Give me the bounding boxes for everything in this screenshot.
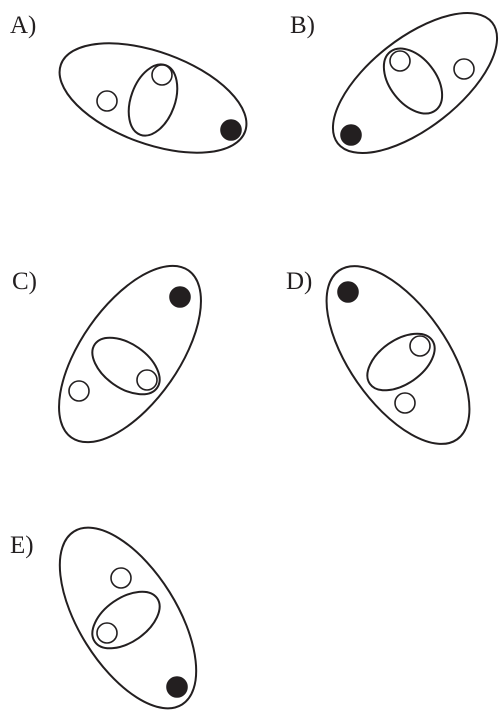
option-a[interactable]: A) [10, 12, 261, 175]
outer-oval-d [325, 265, 471, 445]
inner-oval-d [366, 332, 436, 392]
option-c[interactable]: C) [12, 242, 229, 465]
open-circle-d-2 [394, 392, 416, 414]
outer-oval-e [58, 526, 198, 710]
open-circle-e-1 [110, 567, 132, 589]
open-circle-b-1 [389, 50, 411, 72]
option-label-a: A) [10, 12, 36, 39]
outer-oval-c [58, 264, 202, 444]
outer-oval-a [58, 42, 248, 154]
filled-circle-e [166, 676, 188, 698]
inner-oval-e [91, 590, 161, 650]
open-circle-a-1 [96, 90, 118, 112]
option-label-d: D) [286, 268, 312, 295]
open-circle-b-2 [453, 58, 475, 80]
open-circle-d-1 [409, 335, 431, 357]
open-circle-e-2 [96, 622, 118, 644]
outer-oval-b [331, 12, 499, 154]
open-circle-c-1 [136, 369, 158, 391]
inner-oval-c [91, 336, 161, 396]
filled-circle-a [220, 119, 242, 141]
filled-circle-c [169, 286, 191, 308]
option-label-b: B) [290, 12, 315, 39]
option-d[interactable]: D) [286, 243, 497, 468]
filled-circle-b [340, 124, 362, 146]
open-circle-c-2 [68, 380, 90, 402]
filled-circle-d [337, 281, 359, 303]
open-circle-a-2 [151, 64, 173, 86]
option-b[interactable]: B) [290, 0, 503, 179]
option-e[interactable]: E) [10, 506, 224, 715]
option-label-e: E) [10, 532, 34, 559]
option-label-c: C) [12, 268, 37, 295]
inner-oval-b [382, 47, 444, 115]
